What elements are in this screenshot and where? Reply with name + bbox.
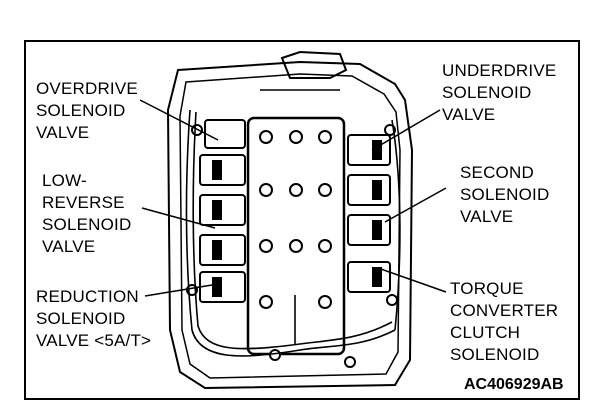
- bolt: [318, 183, 332, 197]
- second-solenoid-label: SECOND SOLENOID VALVE: [460, 163, 550, 226]
- solenoid-right-4: [347, 261, 391, 293]
- solenoid-left-4: [199, 234, 246, 266]
- solenoid-left-3: [199, 194, 246, 226]
- solenoid-left-1: [204, 119, 246, 149]
- bolt: [269, 349, 281, 361]
- torque-converter-clutch-solenoid-label: TORQUE CONVERTER CLUTCH SOLENOID: [450, 279, 559, 364]
- housing-inner-outline: [179, 73, 401, 379]
- leader-reduction: [144, 284, 213, 297]
- solenoid-right-3: [347, 214, 391, 246]
- bolt: [344, 356, 356, 368]
- connector: [372, 140, 382, 160]
- bolt: [318, 239, 332, 253]
- connector: [212, 277, 222, 297]
- bolt: [318, 295, 332, 309]
- bolt: [259, 130, 273, 144]
- wire-harness: [192, 111, 301, 350]
- solenoid-right-2: [347, 174, 391, 206]
- solenoid-right-1: [347, 134, 391, 166]
- wire-harness: [299, 329, 396, 351]
- wire-harness: [299, 321, 393, 345]
- connector: [212, 160, 222, 180]
- underdrive-solenoid-label: UNDERDRIVE SOLENOID VALVE: [442, 61, 557, 124]
- bolt: [259, 295, 273, 309]
- connector: [372, 220, 382, 240]
- solenoid-left-2: [199, 154, 246, 186]
- connector: [212, 240, 222, 260]
- bolt: [289, 130, 303, 144]
- leader-low-reverse: [141, 207, 216, 229]
- connector: [372, 180, 382, 200]
- leader-second: [384, 187, 447, 223]
- center-plate: [246, 116, 346, 356]
- wire-harness: [391, 119, 401, 331]
- bolt: [386, 294, 398, 306]
- leader-underdrive: [371, 109, 441, 151]
- solenoid-left-5: [199, 271, 246, 303]
- low-reverse-solenoid-label: LOW- REVERSE SOLENOID VALVE: [42, 171, 132, 256]
- figure-code: AC406929AB: [464, 376, 564, 393]
- wire-harness: [185, 109, 301, 357]
- bolt: [289, 239, 303, 253]
- figure-frame: [24, 40, 580, 400]
- overdrive-solenoid-label: OVERDRIVE SOLENOID VALVE: [36, 79, 138, 142]
- housing-outline: [166, 60, 414, 390]
- connector: [372, 267, 382, 287]
- bolt: [289, 183, 303, 197]
- leader-overdrive: [139, 99, 219, 141]
- bolt: [318, 130, 332, 144]
- bolt: [259, 239, 273, 253]
- reduction-solenoid-label: REDUCTION SOLENOID VALVE <5A/T>: [36, 287, 152, 350]
- leader-torque-converter: [377, 267, 447, 293]
- bolt: [259, 183, 273, 197]
- top-bracket: [280, 50, 348, 79]
- connector: [212, 200, 222, 220]
